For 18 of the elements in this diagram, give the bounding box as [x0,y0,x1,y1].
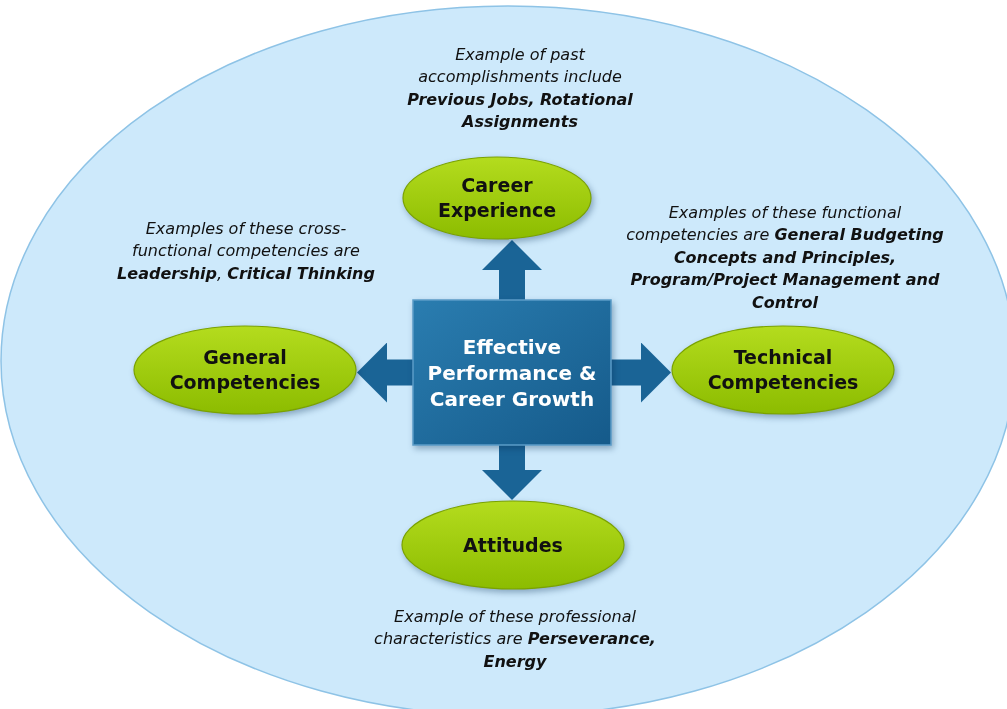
category-ellipse [401,500,625,590]
category-label: Technical Competencies [706,345,860,395]
description-text: Example of past accomplishments include Previous Jobs, Rotational Assignments [406,44,634,134]
category-label: Career Experience [436,173,558,223]
process-box [412,299,612,446]
block-arrow [356,342,413,403]
block-arrow [611,342,672,403]
center-label: Effective Performance & Career Growth [427,333,597,412]
description-text: Examples of these functional competencies are General Budgeting Concepts and Principles, Program/Project Management and Control [625,202,945,314]
block-arrow [482,445,542,500]
description-text: Examples of these cross-functional competencies are Leadership, Critical Thinking [116,218,376,285]
description-text: Example of these professional characteristics are Perseverance, Energy [373,606,657,673]
category-label: Attitudes [463,532,563,558]
category-ellipse [671,325,895,415]
category-ellipse [402,156,592,240]
category-ellipse [133,325,357,415]
category-label: General Competencies [168,345,322,395]
block-arrow [482,239,542,300]
